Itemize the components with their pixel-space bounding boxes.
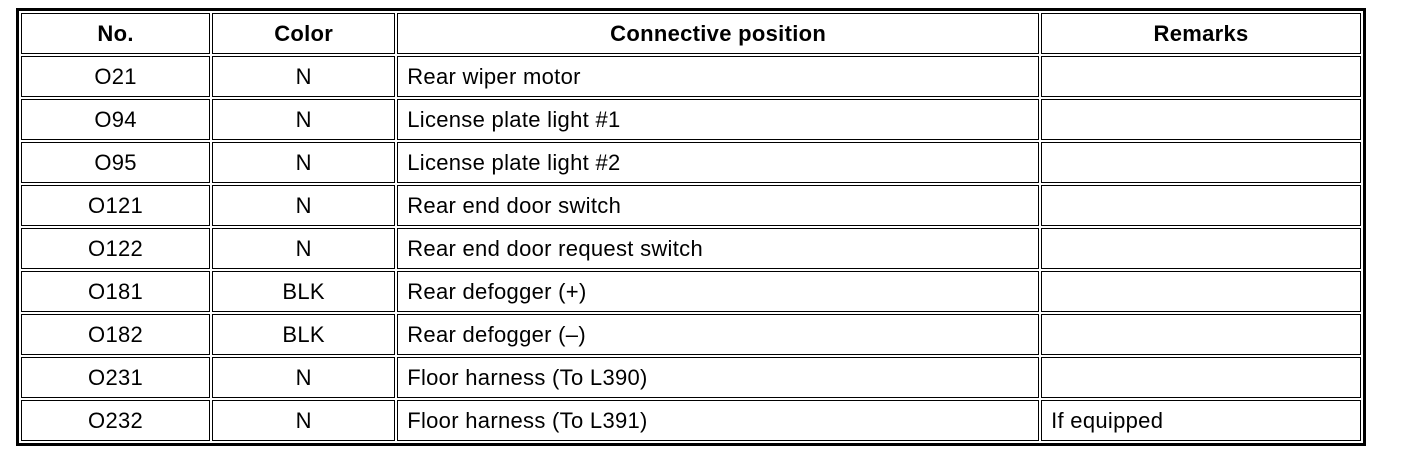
cell-remarks [1041,271,1361,312]
cell-position: Rear defogger (+) [397,271,1040,312]
cell-position: License plate light #1 [397,99,1040,140]
cell-no: O21 [21,56,211,97]
cell-no: O94 [21,99,211,140]
cell-color: BLK [212,314,396,355]
connector-table: No. Color Connective position Remarks O2… [16,8,1366,446]
cell-no: O122 [21,228,211,269]
cell-remarks [1041,314,1361,355]
cell-no: O95 [21,142,211,183]
cell-color: N [212,142,396,183]
header-cell-position: Connective position [397,13,1040,54]
cell-position: Floor harness (To L391) [397,400,1040,441]
cell-no: O181 [21,271,211,312]
cell-color: N [212,185,396,226]
cell-no: O231 [21,357,211,398]
cell-remarks [1041,56,1361,97]
cell-remarks [1041,99,1361,140]
cell-no: O232 [21,400,211,441]
cell-color: N [212,56,396,97]
cell-position: Floor harness (To L390) [397,357,1040,398]
cell-no: O121 [21,185,211,226]
table-header: No. Color Connective position Remarks [21,13,1361,54]
header-cell-no: No. [21,13,211,54]
cell-remarks [1041,228,1361,269]
cell-no: O182 [21,314,211,355]
cell-position: Rear end door switch [397,185,1040,226]
cell-position: Rear defogger (–) [397,314,1040,355]
cell-color: N [212,357,396,398]
cell-remarks [1041,185,1361,226]
cell-color: BLK [212,271,396,312]
cell-color: N [212,99,396,140]
header-cell-color: Color [212,13,396,54]
cell-remarks [1041,357,1361,398]
cell-color: N [212,228,396,269]
cell-remarks [1041,142,1361,183]
header-row: No. Color Connective position Remarks [21,13,1361,54]
cell-position: Rear end door request switch [397,228,1040,269]
cell-position: License plate light #2 [397,142,1040,183]
cell-remarks: If equipped [1041,400,1361,441]
cell-position: Rear wiper motor [397,56,1040,97]
cell-color: N [212,400,396,441]
header-cell-remarks: Remarks [1041,13,1361,54]
